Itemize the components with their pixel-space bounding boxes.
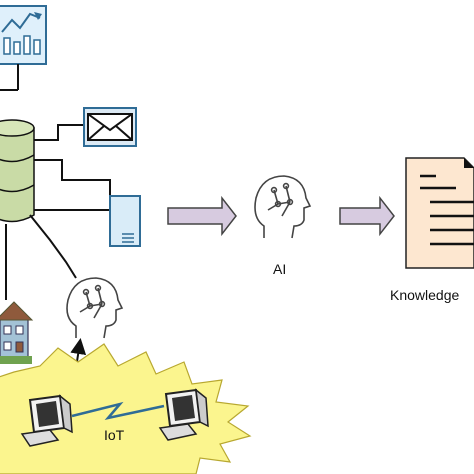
computer-icon — [158, 388, 209, 441]
lightning-icon — [71, 401, 165, 420]
knowledge-label: Knowledge — [390, 287, 459, 303]
chart-icon — [0, 5, 47, 65]
ai-label: AI — [273, 261, 286, 277]
computer-icon — [20, 394, 73, 447]
ai-head-icon — [66, 277, 124, 339]
house-icon — [0, 301, 34, 364]
database-connectors — [5, 124, 111, 300]
iot-burst — [0, 343, 252, 474]
iot-label: IoT — [104, 427, 125, 443]
arrow-to-ai — [167, 195, 237, 237]
document-icon — [405, 157, 474, 269]
server-icon — [109, 195, 141, 247]
mail-icon — [83, 107, 137, 147]
database-icon — [0, 119, 35, 223]
arrow-to-knowledge — [339, 195, 395, 237]
ai-head-icon — [254, 175, 312, 239]
